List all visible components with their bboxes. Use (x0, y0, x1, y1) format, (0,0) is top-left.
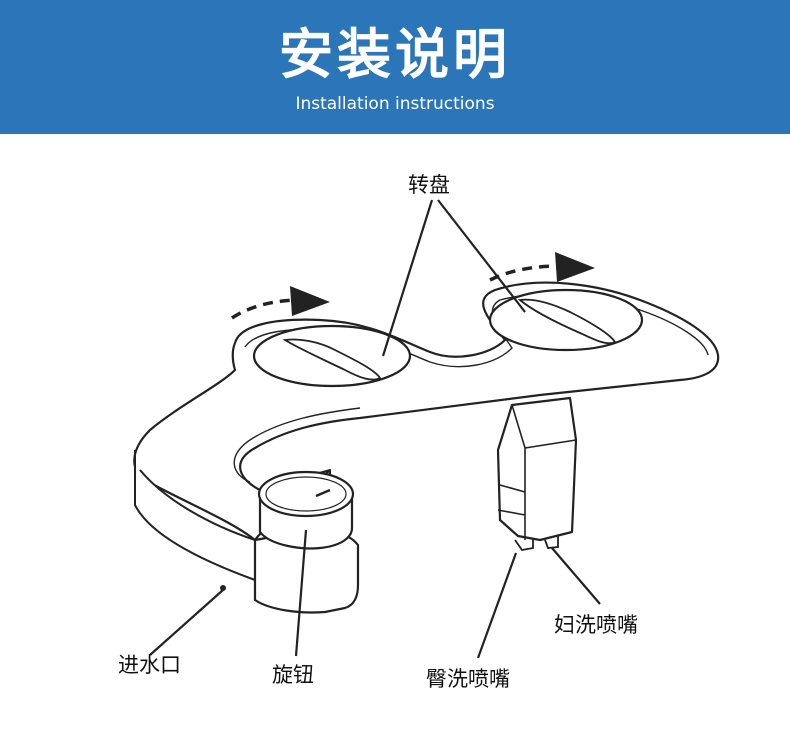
rotation-arrow-left (231, 298, 301, 320)
label-knob: 旋钮 (272, 663, 314, 687)
label-rear-nozzle: 臀洗喷嘴 (426, 667, 510, 691)
nozzle-arm (496, 396, 578, 542)
knob-top (257, 470, 355, 518)
page-subtitle: Installation instructions (295, 94, 495, 114)
label-dial: 转盘 (408, 173, 450, 197)
header-banner: 安装说明 Installation instructions (0, 0, 790, 134)
page-title: 安装说明 (279, 23, 511, 86)
rotation-arrow-right (489, 264, 561, 282)
bidet-diagram (133, 199, 720, 659)
label-water-inlet: 进水口 (118, 653, 181, 677)
label-front-nozzle: 妇洗喷嘴 (554, 613, 638, 637)
